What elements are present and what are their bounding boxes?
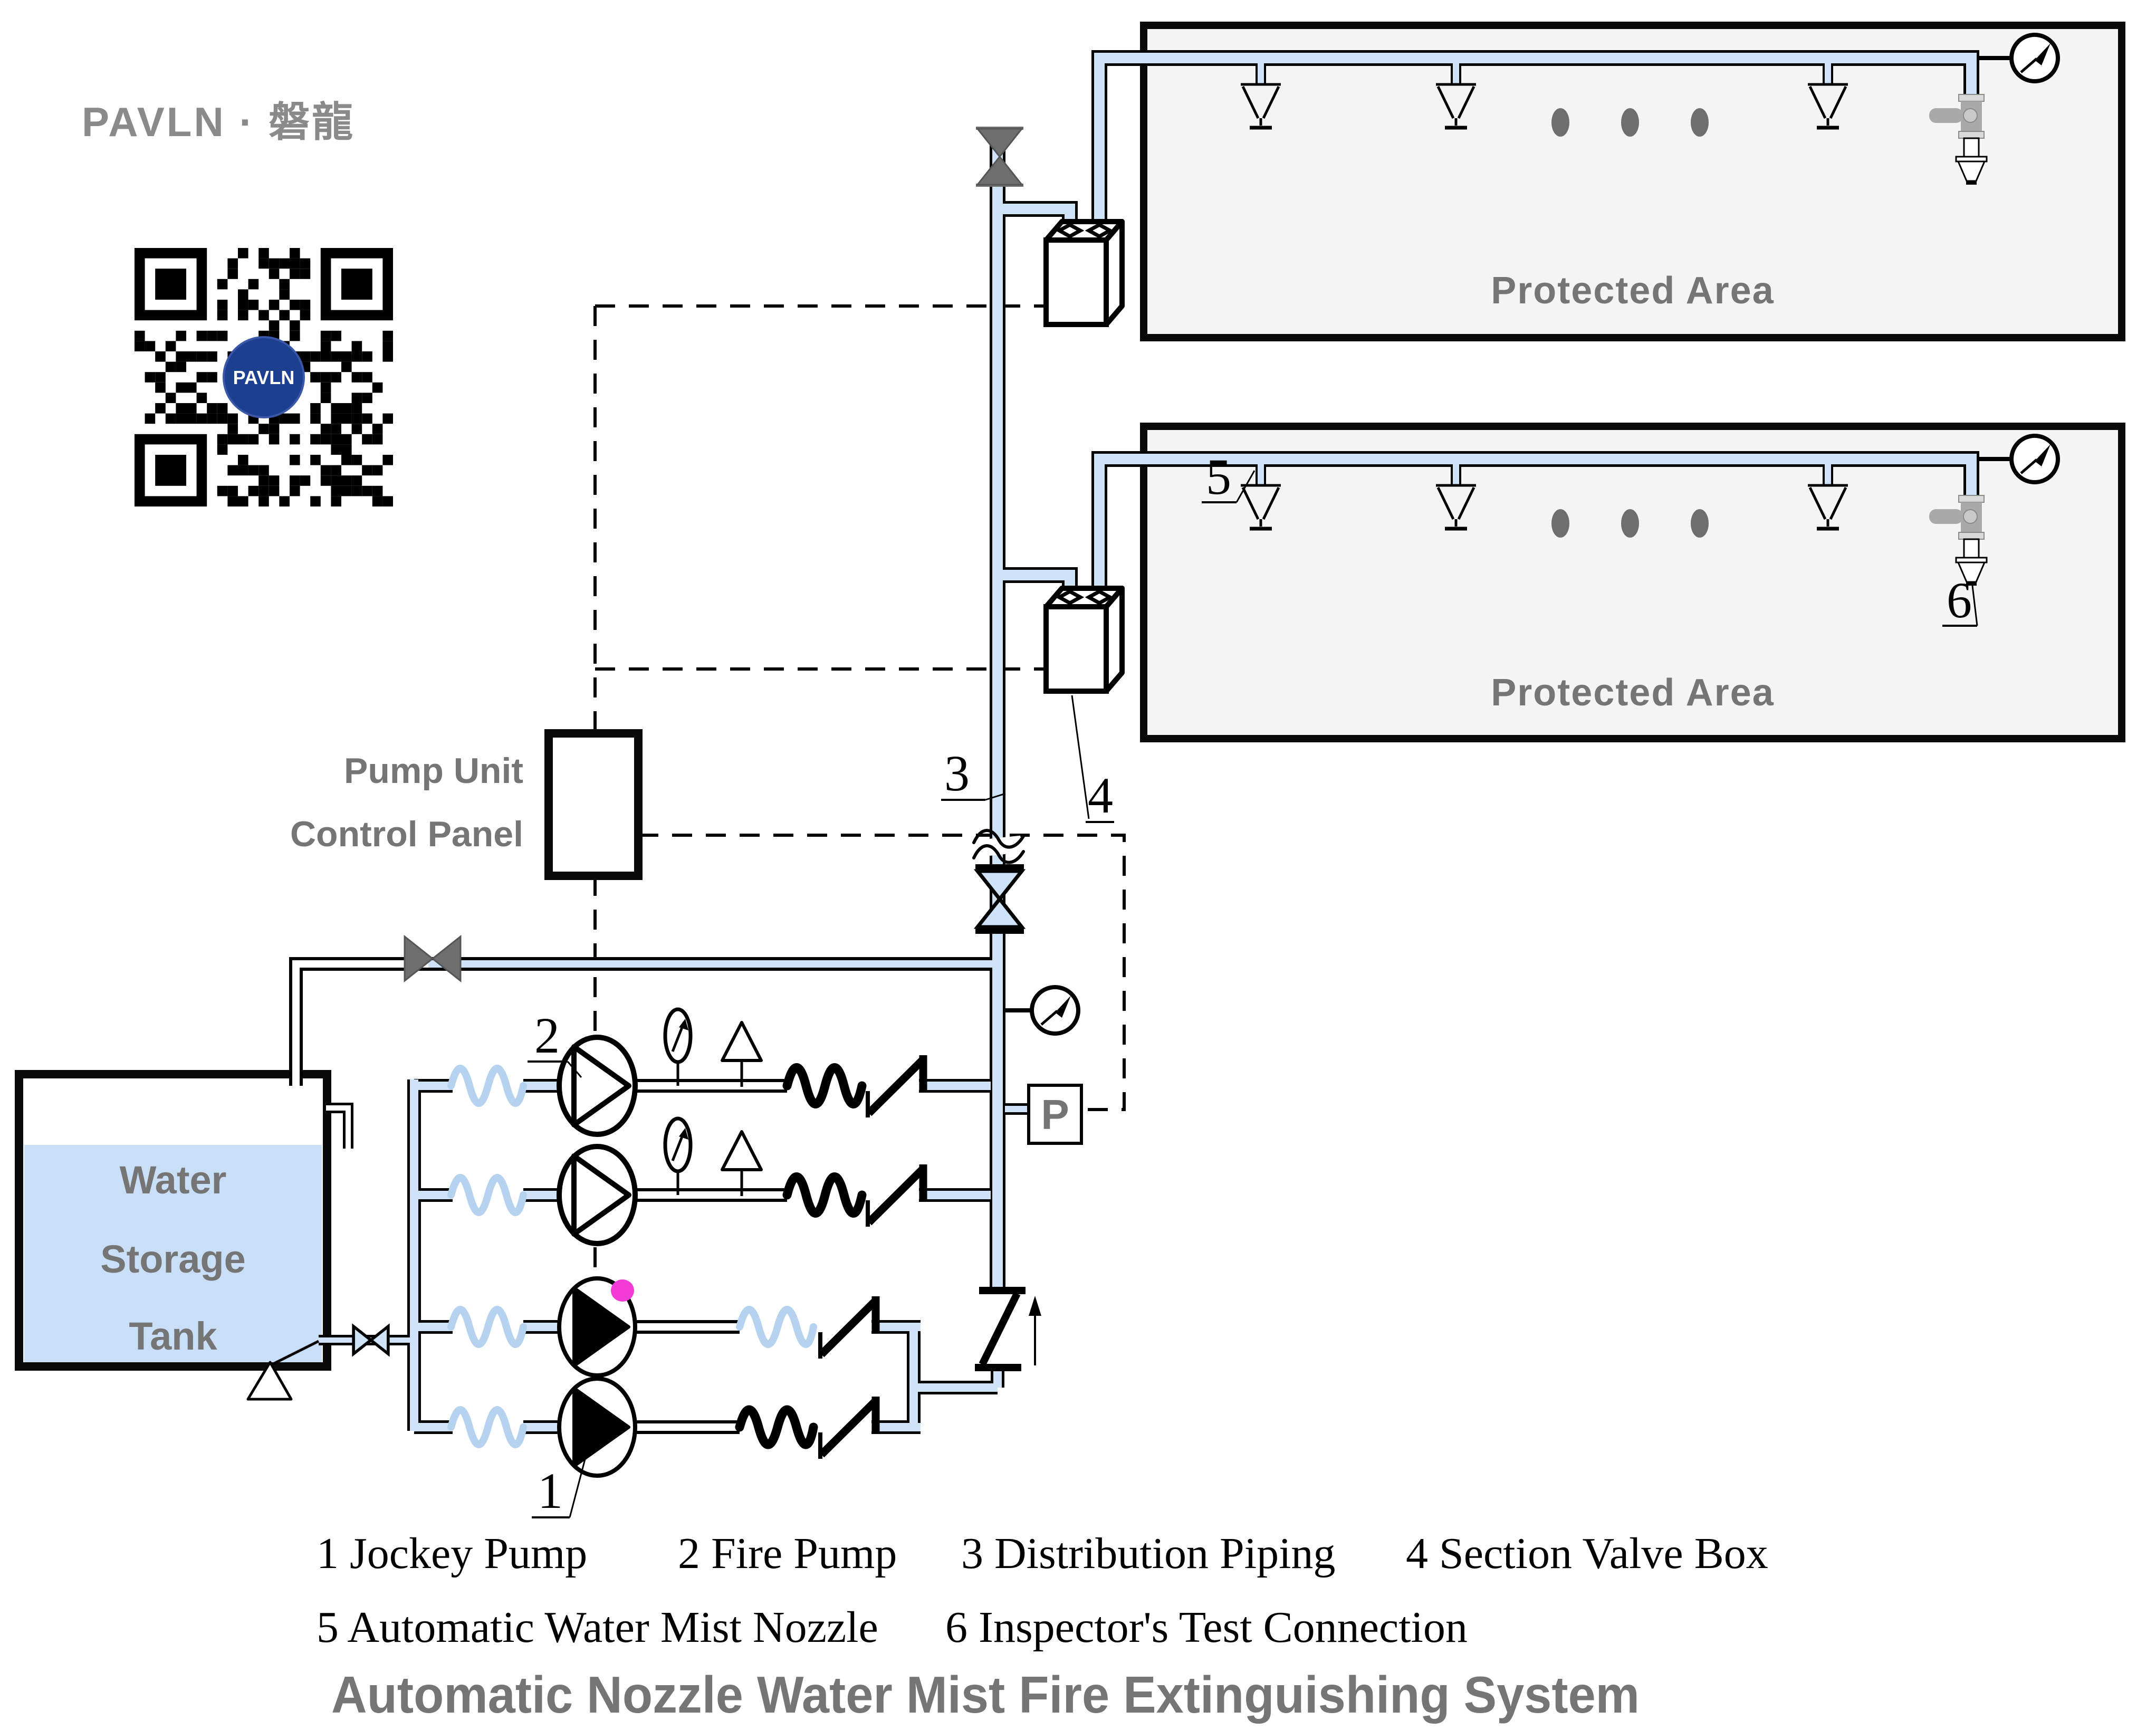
pipe-break-symbol [972,829,1025,864]
tank-label-line3: Tank [129,1314,217,1358]
panel-label-line2: Control Panel [290,814,523,854]
pressure-switch: P [1027,1084,1083,1145]
main-check-valve [975,1287,1041,1371]
protected-area-1: Protected Area [1140,22,2125,341]
pressure-gauge-area2 [1979,436,2058,482]
legend-item: 4 Section Valve Box [1406,1529,1768,1578]
continuation-dots-area2 [1551,509,1709,538]
qr-center-label: PAVLN [233,367,295,388]
pump-indicator-dot [611,1279,634,1302]
relief-valve-1 [722,1022,761,1087]
relief-valve-2 [722,1132,761,1196]
callout-6: 6 [1947,572,1972,628]
water-storage-tank: Water Storage Tank [15,1070,331,1371]
panel-label-line1: Pump Unit [344,751,523,791]
check-valve-2 [868,1164,923,1227]
tank-label-line1: Water [120,1158,227,1202]
check-valve-3 [820,1296,876,1359]
callout-4: 4 [1088,767,1113,824]
qr-modules [135,248,393,506]
callouts [528,470,1978,1518]
fire-pump-1 [559,1037,635,1134]
check-valve-4 [820,1397,876,1459]
pressure-gauge-riser [1005,987,1078,1034]
section-valve-box-1 [1046,222,1122,324]
diagram-title: Automatic Nozzle Water Mist Fire Extingu… [331,1666,1640,1724]
bypass-valve [404,935,462,982]
legend-item: 6 Inspector's Test Connection [945,1603,1468,1652]
vent-valve-top [976,127,1023,187]
callout-1: 1 [538,1463,563,1519]
continuation-dots-area1 [1551,108,1709,137]
isolation-valve-main [975,864,1024,934]
control-wiring [593,304,1126,1431]
qr-center-badge [223,336,305,418]
pressure-switch-label: P [1041,1091,1069,1138]
protected-area-2: Protected Area [1140,423,2125,742]
flow-arrow-head [1029,1296,1041,1316]
legend: 1 Jockey Pump 2 Fire Pump 3 Distribution… [317,1529,1768,1652]
jockey-pump-2 [559,1379,635,1476]
protected-area-1-label: Protected Area [1491,270,1775,312]
pump-gauge-2 [665,1119,691,1195]
legend-item: 1 Jockey Pump [317,1529,587,1578]
callout-5: 5 [1206,448,1231,505]
tank-outlet-valve [353,1326,388,1354]
protected-area-2-label: Protected Area [1491,672,1775,714]
pressure-gauge-area1 [1979,35,2058,81]
legend-item: 5 Automatic Water Mist Nozzle [317,1603,878,1652]
pump-gauge-1 [665,1009,691,1086]
check-valve-1 [868,1055,923,1117]
callout-3: 3 [944,745,970,801]
section-valve-box-2 [1046,588,1122,691]
callout-2: 2 [534,1007,560,1064]
tank-label-line2: Storage [100,1237,246,1281]
legend-item: 3 Distribution Piping [961,1529,1335,1578]
flex-connectors [447,1063,867,1449]
legend-item: 2 Fire Pump [678,1529,897,1578]
qr-code: PAVLN [135,248,393,506]
pump-unit-control-panel: Pump Unit Control Panel [290,729,643,880]
tank-foot-strainer [246,1340,320,1401]
jockey-pump-1 [559,1278,635,1375]
brand-logo: PAVLN · 磐龍 [82,99,355,145]
fire-pump-2 [559,1146,635,1244]
